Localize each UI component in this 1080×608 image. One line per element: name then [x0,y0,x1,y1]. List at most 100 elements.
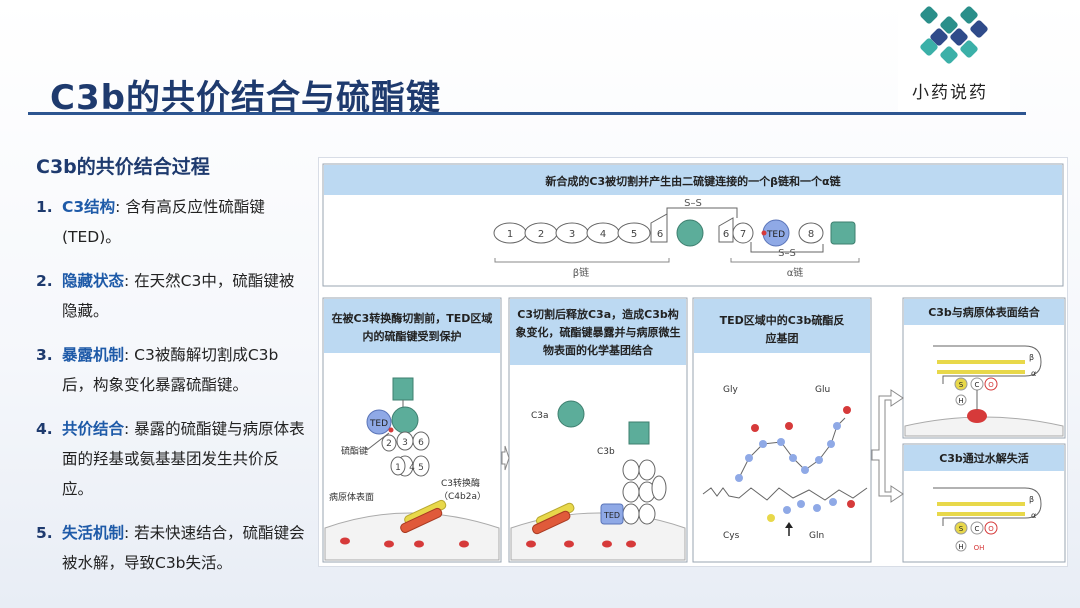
panel-1-caption: 在被C3转换酶切割前，TED区域内的硫酯键受到保护 [331,312,493,343]
glu-label: Glu [815,385,830,395]
page-title: C3b的共价结合与硫酯键 [50,78,441,118]
domain-label: 6 [723,229,729,240]
item-text: : 暴露的硫酯键与病原体表面的羟基或氨基基团发生共价反应。 [62,420,305,498]
domain-label: 2 [538,229,544,240]
alpha-label-4: α [1031,369,1036,378]
domain-label: 4 [600,229,606,240]
alpha-label-5: α [1031,511,1036,520]
cys-label: Cys [723,531,740,541]
domain-7 [732,222,754,244]
alpha-chain: 6 7 TED 8 [718,217,856,247]
list-item: 3. 暴露机制: C3被酶解切割成C3b后，构象变化暴露硫酯键。 [36,340,306,400]
domain-label: 1 [507,229,513,240]
item-number: 1. [36,198,53,216]
domain-teal-beta [676,219,704,247]
ted-label-2: TED [603,511,620,520]
beta-brace [494,258,670,263]
title-underline [28,112,1026,115]
section-heading: C3b的共价结合过程 [36,156,210,178]
panel-2-drawing: C3a C3b TED [510,400,686,561]
item-key: C3结构 [62,198,116,216]
logo [898,0,1010,112]
item-key: 失活机制 [62,524,125,542]
item-number: 5. [36,524,53,542]
arrow-branch [871,389,904,503]
c-label-4: C [975,381,980,389]
panel-5-drawing: β α S C O H OH [933,487,1042,552]
beta-label-5: β [1029,495,1034,504]
list-item: 1. C3结构: 含有高反应性硫酯键(TED)。 [36,192,306,252]
beta-label-4: β [1029,353,1034,362]
panel-5-caption-bg [904,445,1064,471]
item-text: : 若未快速结合，硫酯键会被水解，导致C3b失活。 [62,524,305,572]
item-text: : 含有高反应性硫酯键(TED)。 [62,198,265,246]
ss-label: S–S [684,198,702,209]
s-label-5: S [959,525,964,533]
thioester-dot [761,230,767,236]
gln-label: Gln [809,531,824,541]
c3a-label: C3a [531,411,549,421]
panel-1-caption-bg [324,299,500,353]
list-item: 2. 隐藏状态: 在天然C3中，硫酯键被隐藏。 [36,266,306,326]
item-key: 共价结合 [62,420,125,438]
c-label-5: C [975,525,980,533]
points-list: 1. C3结构: 含有高反应性硫酯键(TED)。 2. 隐藏状态: 在天然C3中… [36,192,306,592]
item-number: 2. [36,272,53,290]
panel-4-caption: C3b与病原体表面结合 [928,306,1040,319]
domain-6b [718,217,734,243]
ted-label-1: TED [369,419,388,429]
top-caption-bg [324,165,1062,195]
h-label-4: H [958,397,963,405]
domain-label: 4 [409,463,415,473]
ss-bond-top [666,207,738,218]
o-label-4: O [988,381,994,389]
panel-3-caption-bg [694,299,870,353]
panel-2-caption: C3切割后释放C3a，造成C3b构象变化，硫酯键暴露并与病原微生物表面的化学基团… [515,308,681,357]
item-text: : C3被酶解切割成C3b后，构象变化暴露硫酯键。 [62,346,279,394]
domain-6a [650,213,668,243]
item-key: 暴露机制 [62,346,125,364]
panel-1-drawing: TED 2 3 6 1 4 5 硫酯键 C3转换酶 （C4b2a） 病原体表面 [324,377,500,561]
domain-label: 5 [418,463,424,473]
h-label-5: H [958,543,963,551]
surface-label: 病原体表面 [329,491,374,503]
ss-label-2: S–S [778,248,796,259]
domain-label: 3 [569,229,575,240]
ted-label: TED [766,230,785,240]
item-number: 3. [36,346,53,364]
domain-8 [798,222,824,244]
convertase-sub-label: （C4b2a） [439,491,486,502]
alpha-brace [730,258,860,263]
s-label-4: S [959,381,964,389]
domain-teal-alpha [830,221,856,245]
domain-label: 5 [631,229,637,240]
domain-label: 2 [386,439,392,449]
beta-label: β链 [573,266,589,279]
ss-bond-bottom [750,242,824,253]
domain-label: 6 [657,229,663,240]
logo-icon [920,6,988,64]
panel-3-caption: TED区域中的C3b硫酯反应基团 [719,314,845,345]
panel-5-caption: C3b通过水解失活 [939,452,1029,465]
panel-4-drawing: β α S C O H [904,345,1064,437]
thioester-label: 硫酯键 [341,445,368,457]
diagram-svg: 新合成的C3被切割并产生由二硫键连接的一个β链和一个α链 1 2 3 4 5 6… [322,163,1066,563]
alpha-label: α链 [787,266,804,279]
logo-text: 小药说药 [912,83,988,103]
list-item: 4. 共价结合: 暴露的硫酯键与病原体表面的羟基或氨基基团发生共价反应。 [36,414,306,504]
domain-label: 1 [395,463,401,473]
list-item: 5. 失活机制: 若未快速结合，硫酯键会被水解，导致C3b失活。 [36,518,306,578]
oh-label-5: OH [974,544,985,552]
top-caption: 新合成的C3被切割并产生由二硫键连接的一个β链和一个α链 [545,174,841,188]
item-key: 隐藏状态 [62,272,125,290]
panel-3-drawing: Gly Glu Cys Gln [702,385,868,541]
diagram-figure: 新合成的C3被切割并产生由二硫键连接的一个β链和一个α链 1 2 3 4 5 6… [318,157,1068,567]
domain-label: 7 [740,229,746,240]
item-number: 4. [36,420,53,438]
domain-label: 6 [418,438,424,448]
domain-label: 8 [808,229,814,240]
item-text: : 在天然C3中，硫酯键被隐藏。 [62,272,295,320]
arrow-1-2 [501,445,510,471]
c3b-label: C3b [597,447,615,457]
